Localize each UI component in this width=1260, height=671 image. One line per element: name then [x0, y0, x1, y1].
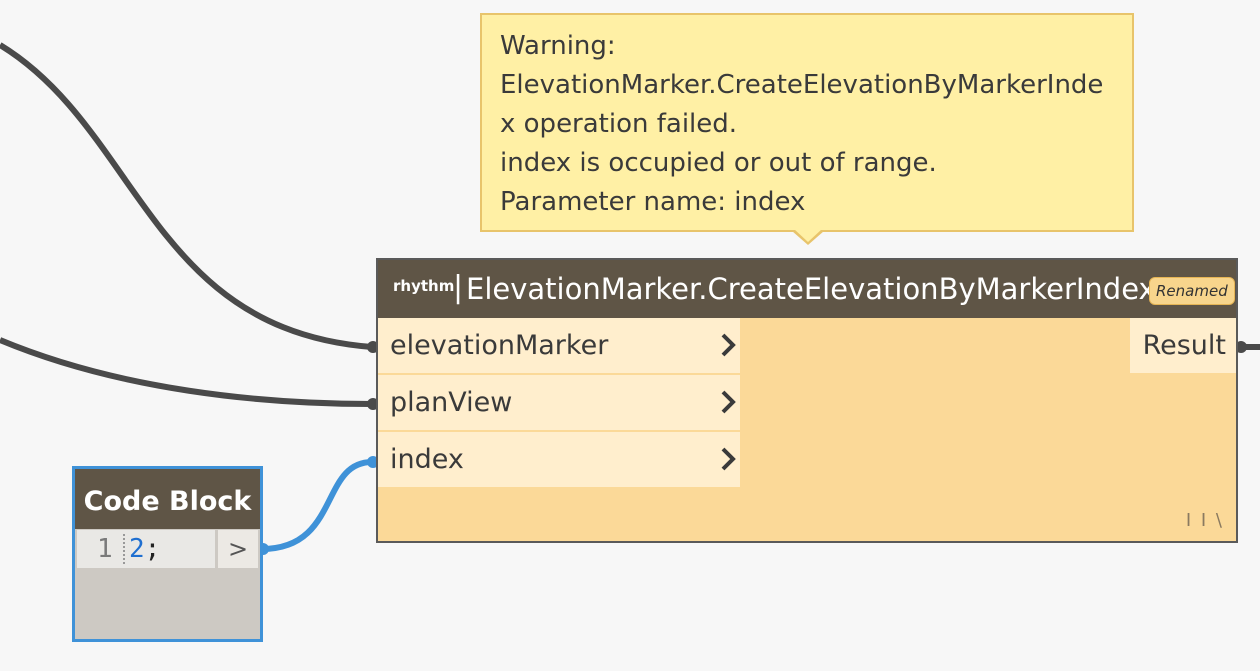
code-value: 2	[129, 534, 145, 564]
warning-message-line: x operation failed.	[500, 109, 738, 139]
warning-tooltip: Warning: ElevationMarker.CreateElevation…	[480, 13, 1134, 232]
warning-message-line: Parameter name: index	[500, 187, 806, 217]
code-block-node[interactable]: Code Block 1 2; >	[72, 466, 263, 642]
wire-planView[interactable]	[0, 337, 373, 407]
warning-heading: Warning:	[500, 31, 616, 61]
wire-index[interactable]	[261, 459, 373, 552]
package-prefix: rhythm	[393, 277, 455, 295]
port-label: elevationMarker	[390, 330, 609, 361]
input-port-planView[interactable]: planView	[378, 375, 740, 430]
elevation-marker-node[interactable]: rhythm | ElevationMarker.CreateElevation…	[376, 258, 1238, 543]
warning-message-line: ElevationMarker.CreateElevationByMarkerI…	[500, 70, 1104, 100]
connector-dot	[1235, 341, 1247, 353]
code-block-title[interactable]: Code Block	[75, 469, 260, 529]
code-editor[interactable]: 1 2;	[77, 530, 215, 568]
chevron-right-icon	[721, 447, 736, 471]
chevron-right-icon	[721, 333, 736, 357]
node-header[interactable]: rhythm | ElevationMarker.CreateElevation…	[378, 260, 1236, 318]
input-port-elevationMarker[interactable]: elevationMarker	[378, 318, 740, 373]
port-label: planView	[390, 387, 513, 418]
gutter-divider	[123, 534, 125, 564]
node-title[interactable]: ElevationMarker.CreateElevationByMarkerI…	[466, 272, 1156, 306]
title-separator: |	[453, 270, 464, 305]
code-block-output-port[interactable]: >	[218, 530, 258, 568]
chevron-right-icon	[721, 390, 736, 414]
input-port-index[interactable]: index	[378, 432, 740, 487]
output-port-result[interactable]: Result	[1130, 318, 1236, 373]
port-label: index	[390, 444, 464, 475]
code-terminator: ;	[144, 534, 161, 564]
tooltip-pointer-fill	[794, 229, 822, 242]
line-number: 1	[97, 534, 113, 564]
wire-elevationMarker[interactable]	[0, 42, 373, 350]
code-text[interactable]: 2;	[129, 530, 160, 568]
warning-message-line: index is occupied or out of range.	[500, 148, 937, 178]
lacing-indicator[interactable]: I I \	[1185, 510, 1224, 531]
renamed-badge: Renamed	[1149, 277, 1235, 305]
